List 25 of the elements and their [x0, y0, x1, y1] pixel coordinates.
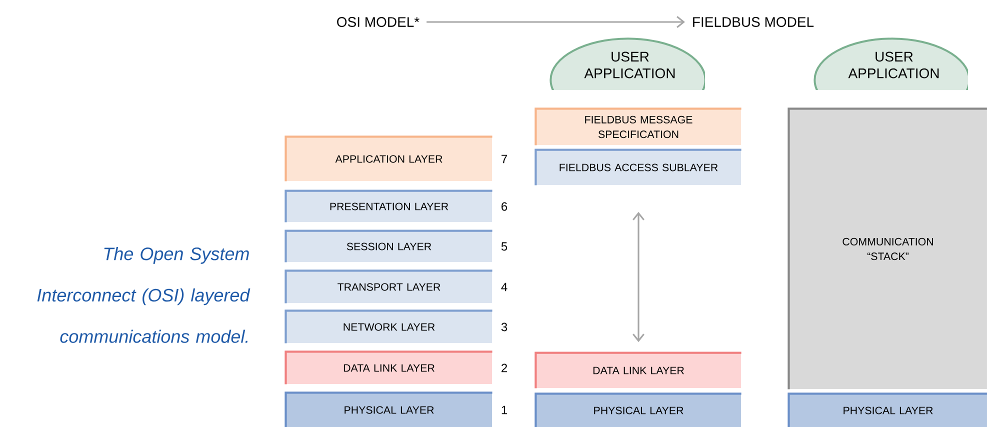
layer-box: TRANSPORT LAYER [284, 270, 492, 304]
layer-number: 6 [502, 202, 508, 211]
layer-box: PHYSICAL LAYER [534, 392, 742, 427]
layer-number: 1 [502, 406, 508, 414]
layer-number: 7 [502, 154, 507, 164]
model-heading: FIELDBUS MODEL [693, 17, 814, 27]
layer-box: DATA LINK LAYER [534, 352, 742, 388]
layer-box: PRESENTATION LAYER [284, 190, 492, 222]
layer-box: PHYSICAL LAYER [788, 392, 987, 427]
layer-number: 3 [501, 322, 508, 332]
layer-box: FIELDBUS MESSAGE SPECIFICATION [534, 108, 742, 146]
layer-number: 5 [501, 242, 508, 251]
model-heading: OSI MODEL* [337, 17, 420, 27]
layer-box: DATA LINK LAYER [284, 350, 492, 384]
layer-number: 4 [501, 282, 508, 292]
layer-box: APPLICATION LAYER [284, 136, 492, 182]
layer-box: SESSION LAYER [284, 230, 492, 262]
arrow [426, 16, 685, 28]
layer-box: FIELDBUS ACCESS SUBLAYER [534, 148, 742, 186]
caption: The Open System Interconnect (OSI) layered communications model. [37, 247, 250, 343]
layer-box: NETWORK LAYER [284, 310, 492, 344]
layer-number: 2 [502, 364, 507, 372]
layer-box: PHYSICAL LAYER [284, 392, 492, 427]
layer-box: COMMUNICATION “STACK” [788, 108, 987, 390]
arrow [632, 212, 644, 342]
